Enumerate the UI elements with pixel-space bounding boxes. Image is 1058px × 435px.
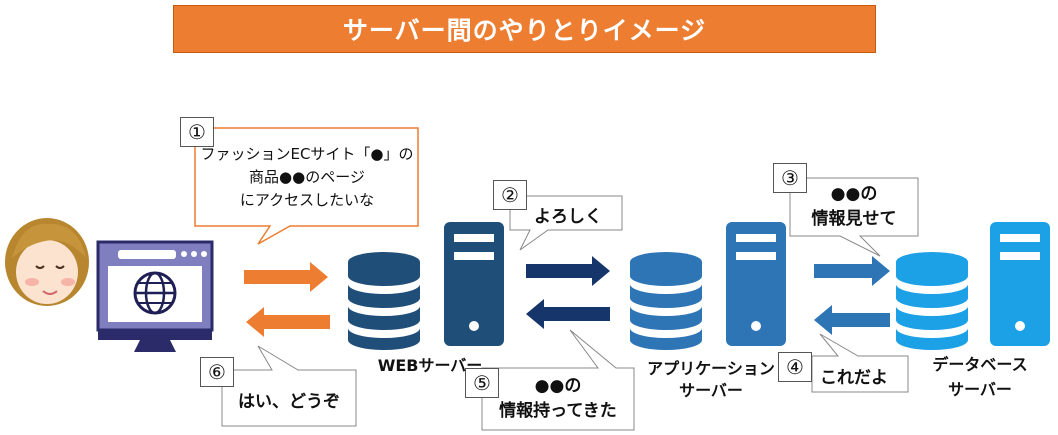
title-banner: サーバー間のやりとりイメージ bbox=[173, 5, 876, 53]
callout-1-line-2: 商品●●のページ bbox=[249, 168, 365, 186]
step-number-1: ① bbox=[180, 117, 214, 147]
callout-3-line-2: 情報見せて bbox=[811, 209, 897, 229]
db-server-label: データベース サーバー bbox=[915, 352, 1045, 402]
callout-1-text: ファッションECサイト「●」の 商品●●のページ にアクセスしたいな bbox=[196, 143, 418, 212]
callout-6 bbox=[221, 345, 357, 427]
db-server-database-icon bbox=[896, 252, 968, 350]
db-server-label-line-2: サーバー bbox=[948, 380, 1012, 399]
callout-4 bbox=[811, 333, 909, 393]
callout-5-line-2: 情報持ってきた bbox=[499, 401, 617, 421]
step-number-6: ⑥ bbox=[200, 357, 234, 387]
app-server-label-line-2: サーバー bbox=[679, 381, 743, 400]
web-server-database-icon bbox=[348, 252, 420, 350]
web-server-label: WEBサーバー bbox=[377, 356, 483, 375]
callout-2-text: よろしく bbox=[534, 207, 602, 227]
callout-3-text: ●●の 情報見せて bbox=[790, 182, 918, 232]
arrow-request-blue bbox=[814, 256, 890, 286]
browser-monitor-icon bbox=[96, 240, 214, 352]
callout-3-line-1: ●●の bbox=[830, 184, 878, 204]
step-number-3: ③ bbox=[773, 163, 807, 193]
arrow-request-navy bbox=[526, 256, 610, 286]
callout-1-line-1: ファッションECサイト「●」の bbox=[200, 145, 414, 163]
callout-1-line-3: にアクセスしたいな bbox=[239, 191, 375, 209]
callout-6-text: はい、どうぞ bbox=[238, 392, 340, 412]
callout-5-text: ●●の 情報持ってきた bbox=[482, 374, 634, 424]
arrow-response-orange bbox=[246, 307, 330, 337]
callout-5 bbox=[481, 329, 635, 431]
page-title: サーバー間のやりとりイメージ bbox=[342, 16, 707, 45]
app-server-label: アプリケーション サーバー bbox=[636, 358, 786, 402]
db-server-label-line-1: データベース bbox=[932, 355, 1028, 374]
arrow-response-navy bbox=[526, 299, 610, 329]
step-number-2: ② bbox=[493, 180, 527, 210]
callout-2 bbox=[509, 195, 623, 251]
app-server-label-line-1: アプリケーション bbox=[647, 359, 775, 378]
callout-5-line-1: ●●の bbox=[534, 376, 582, 396]
callout-3 bbox=[789, 177, 919, 257]
web-server-tower-icon bbox=[444, 222, 504, 346]
db-server-tower-icon bbox=[990, 222, 1050, 346]
arrow-request-orange bbox=[244, 262, 328, 292]
callout-1 bbox=[194, 127, 419, 245]
arrow-response-blue bbox=[814, 305, 890, 335]
callout-4-text: これだよ bbox=[820, 368, 888, 388]
step-number-4: ④ bbox=[778, 352, 812, 382]
step-number-5: ⑤ bbox=[465, 368, 499, 398]
app-server-tower-icon bbox=[726, 222, 786, 346]
user-person-icon bbox=[5, 218, 89, 306]
app-server-database-icon bbox=[630, 252, 702, 350]
